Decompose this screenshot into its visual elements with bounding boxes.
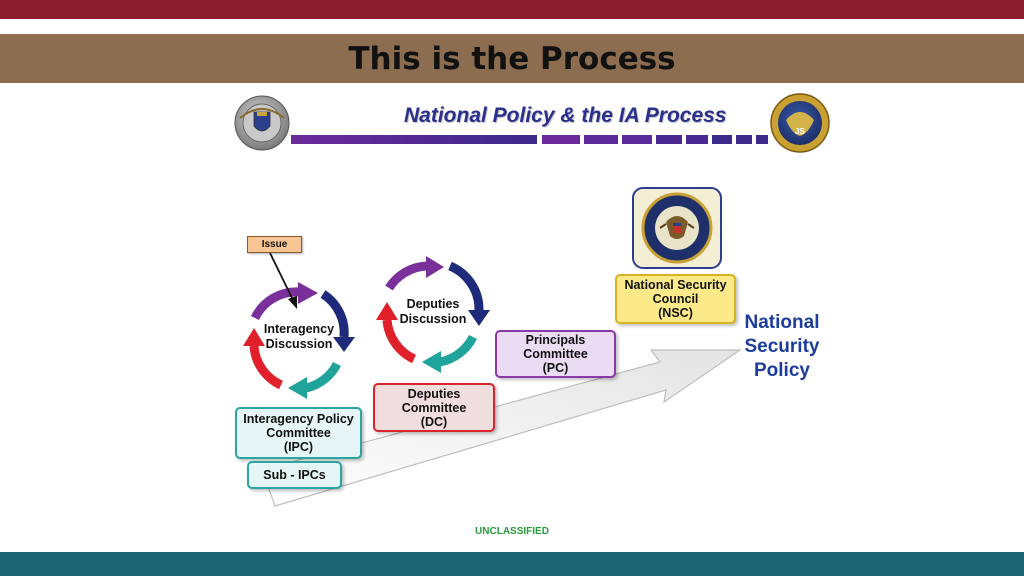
issue-box: Issue bbox=[247, 236, 302, 253]
banner-underline bbox=[291, 135, 768, 144]
national-security-policy-label: National Security Policy bbox=[744, 312, 820, 381]
interagency-discussion-label: Interagency Discussion bbox=[263, 322, 335, 351]
classification-footer: UNCLASSIFIED bbox=[475, 526, 549, 537]
title-band bbox=[0, 34, 1024, 83]
dc-box: Deputies Committee (DC) bbox=[373, 383, 495, 432]
bottom-accent-bar bbox=[0, 552, 1024, 576]
top-accent-bar bbox=[0, 0, 1024, 19]
nsc-box: National Security Council (NSC) bbox=[615, 274, 736, 324]
sub-ipcs-box: Sub - IPCs bbox=[247, 461, 342, 489]
deputies-cycle bbox=[376, 256, 490, 373]
presidential-seal-icon bbox=[632, 187, 722, 269]
issue-label: Issue bbox=[261, 238, 288, 250]
joint-chiefs-seal-icon bbox=[234, 95, 290, 151]
ipc-box: Interagency Policy Committee (IPC) bbox=[235, 407, 362, 459]
svg-text:JS: JS bbox=[795, 127, 805, 136]
pc-box: Principals Committee (PC) bbox=[495, 330, 616, 378]
banner-title: National Policy & the IA Process bbox=[404, 104, 727, 127]
deputies-discussion-label: Deputies Discussion bbox=[399, 297, 467, 326]
joint-staff-seal-icon: JS bbox=[770, 93, 830, 153]
interagency-cycle bbox=[243, 282, 355, 399]
slide-title: This is the Process bbox=[348, 41, 676, 77]
issue-pointer-arrow bbox=[269, 252, 297, 309]
